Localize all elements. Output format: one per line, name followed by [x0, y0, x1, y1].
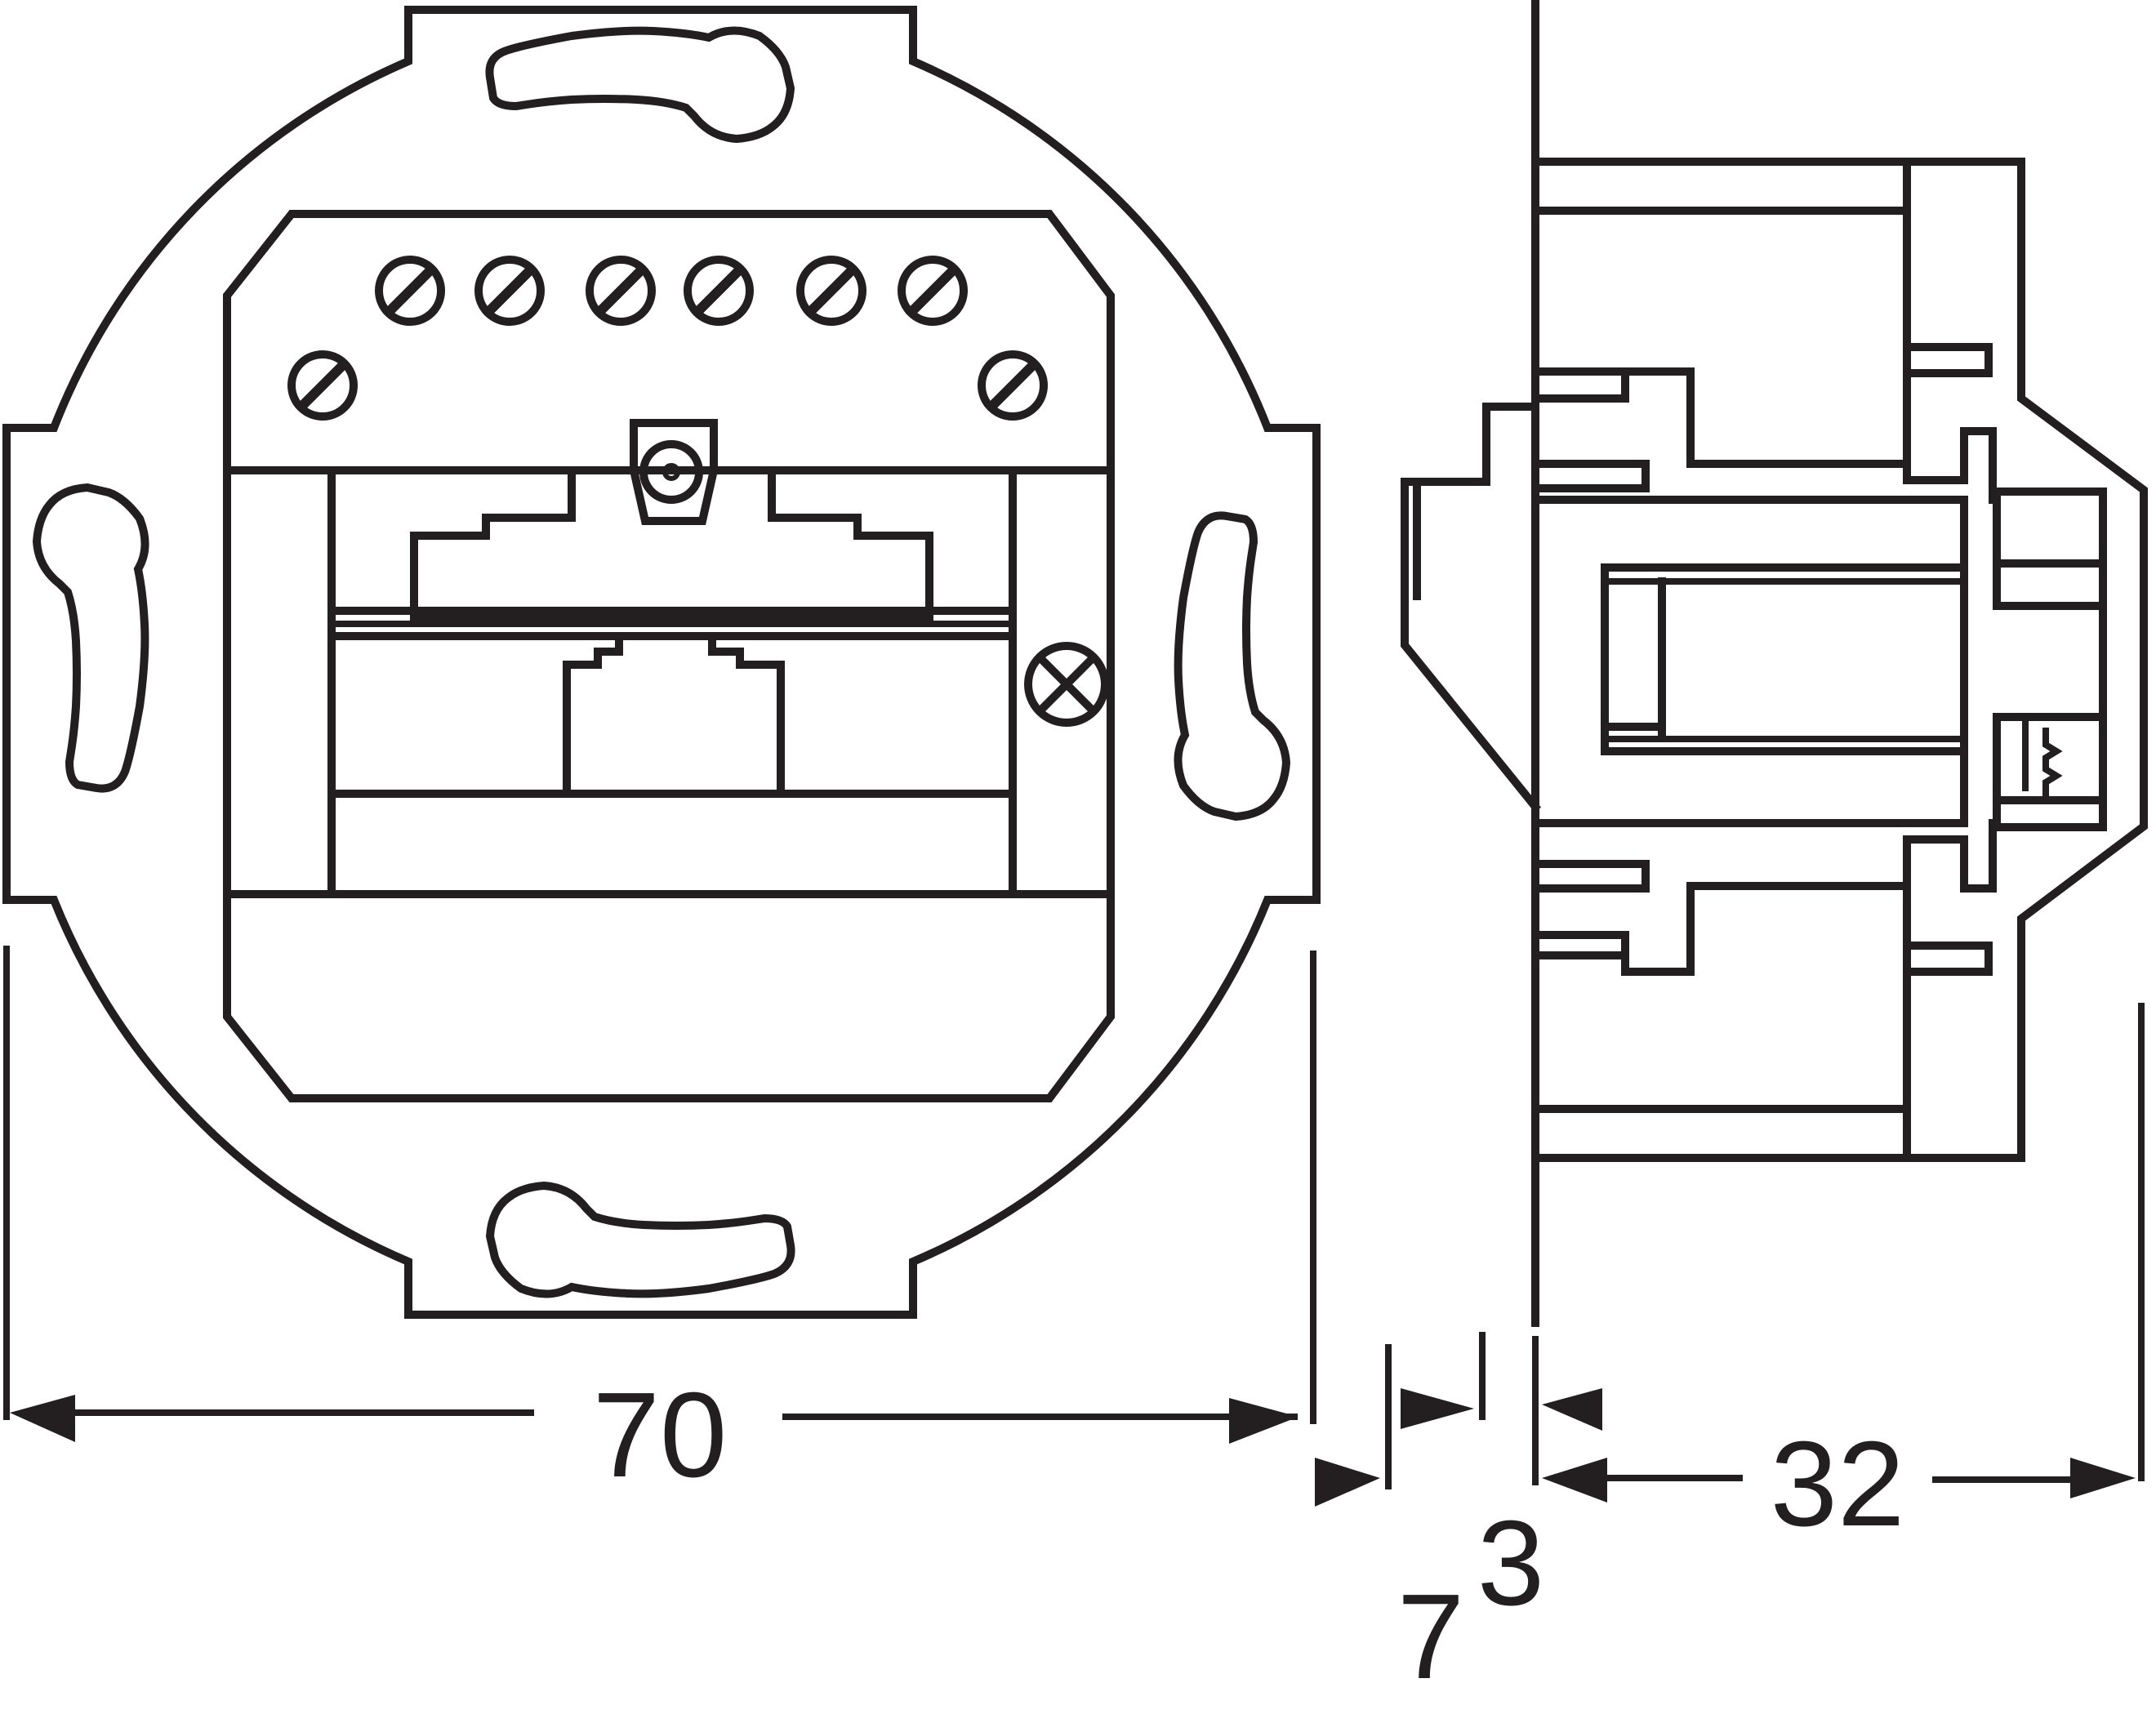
front-width-label: 70: [593, 1368, 728, 1503]
upper-bracket: [1531, 367, 1997, 504]
depth-label-3: 3: [1477, 1496, 1544, 1631]
terminal-screw-2: [375, 256, 445, 326]
front-cover-lower: [1993, 713, 2107, 831]
front-dim-arrow-left: [10, 1395, 75, 1442]
depth-dimensions: 7 3 32: [1315, 1003, 2145, 1704]
inner-frame: [223, 210, 1115, 1102]
socket-insert: [1601, 563, 1968, 755]
upper-clip: [1531, 460, 1650, 492]
dim-arrow-b-in: [1401, 1388, 1474, 1429]
front-dim-arrow-right: [1229, 1398, 1298, 1444]
terminal-screw-8: [978, 350, 1048, 421]
center-clamp: [630, 419, 718, 525]
terminal-block: [410, 466, 933, 621]
flange-tab-bottom: [1903, 942, 1993, 976]
dim-arrow-d-right: [2070, 1458, 2136, 1498]
terminal-screw-row: [287, 256, 1048, 421]
rear-housing: [1401, 403, 1542, 813]
left-mounting-slot: [32, 483, 149, 793]
dim-arrow-c-right: [1542, 1458, 1607, 1503]
dim-arrow-c-left: [1542, 1388, 1602, 1431]
rj-socket: [563, 632, 785, 798]
mounting-plate-outline: [2, 6, 1321, 1319]
terminal-screw-1: [287, 350, 358, 421]
right-mounting-slot: [1174, 511, 1291, 821]
terminal-screw-5: [684, 256, 754, 326]
terminal-screw-3: [474, 256, 545, 326]
front-cover-upper: [1993, 488, 2107, 610]
flange-tab-top: [1903, 343, 1993, 377]
center-screw: [639, 440, 703, 504]
latch-spring: [2022, 719, 2063, 799]
lower-clip: [1531, 860, 1650, 893]
side-view: [1401, 0, 2148, 1327]
cross-screw: [1024, 642, 1109, 727]
side-body-outline: [1531, 158, 2148, 1162]
top-mounting-slot: [485, 26, 795, 144]
depth-label-7: 7: [1397, 1569, 1464, 1704]
terminal-screw-4: [586, 256, 656, 326]
center-screw-hole: [662, 463, 680, 481]
terminal-screw-6: [796, 256, 866, 326]
depth-label-32: 32: [1771, 1417, 1905, 1552]
dim-arrow-a-in: [1315, 1458, 1380, 1507]
bottom-mounting-slot: [485, 1181, 795, 1298]
front-width-dimension: 70: [3, 946, 1316, 1503]
terminal-screw-7: [898, 256, 968, 326]
front-view: [2, 6, 1321, 1319]
